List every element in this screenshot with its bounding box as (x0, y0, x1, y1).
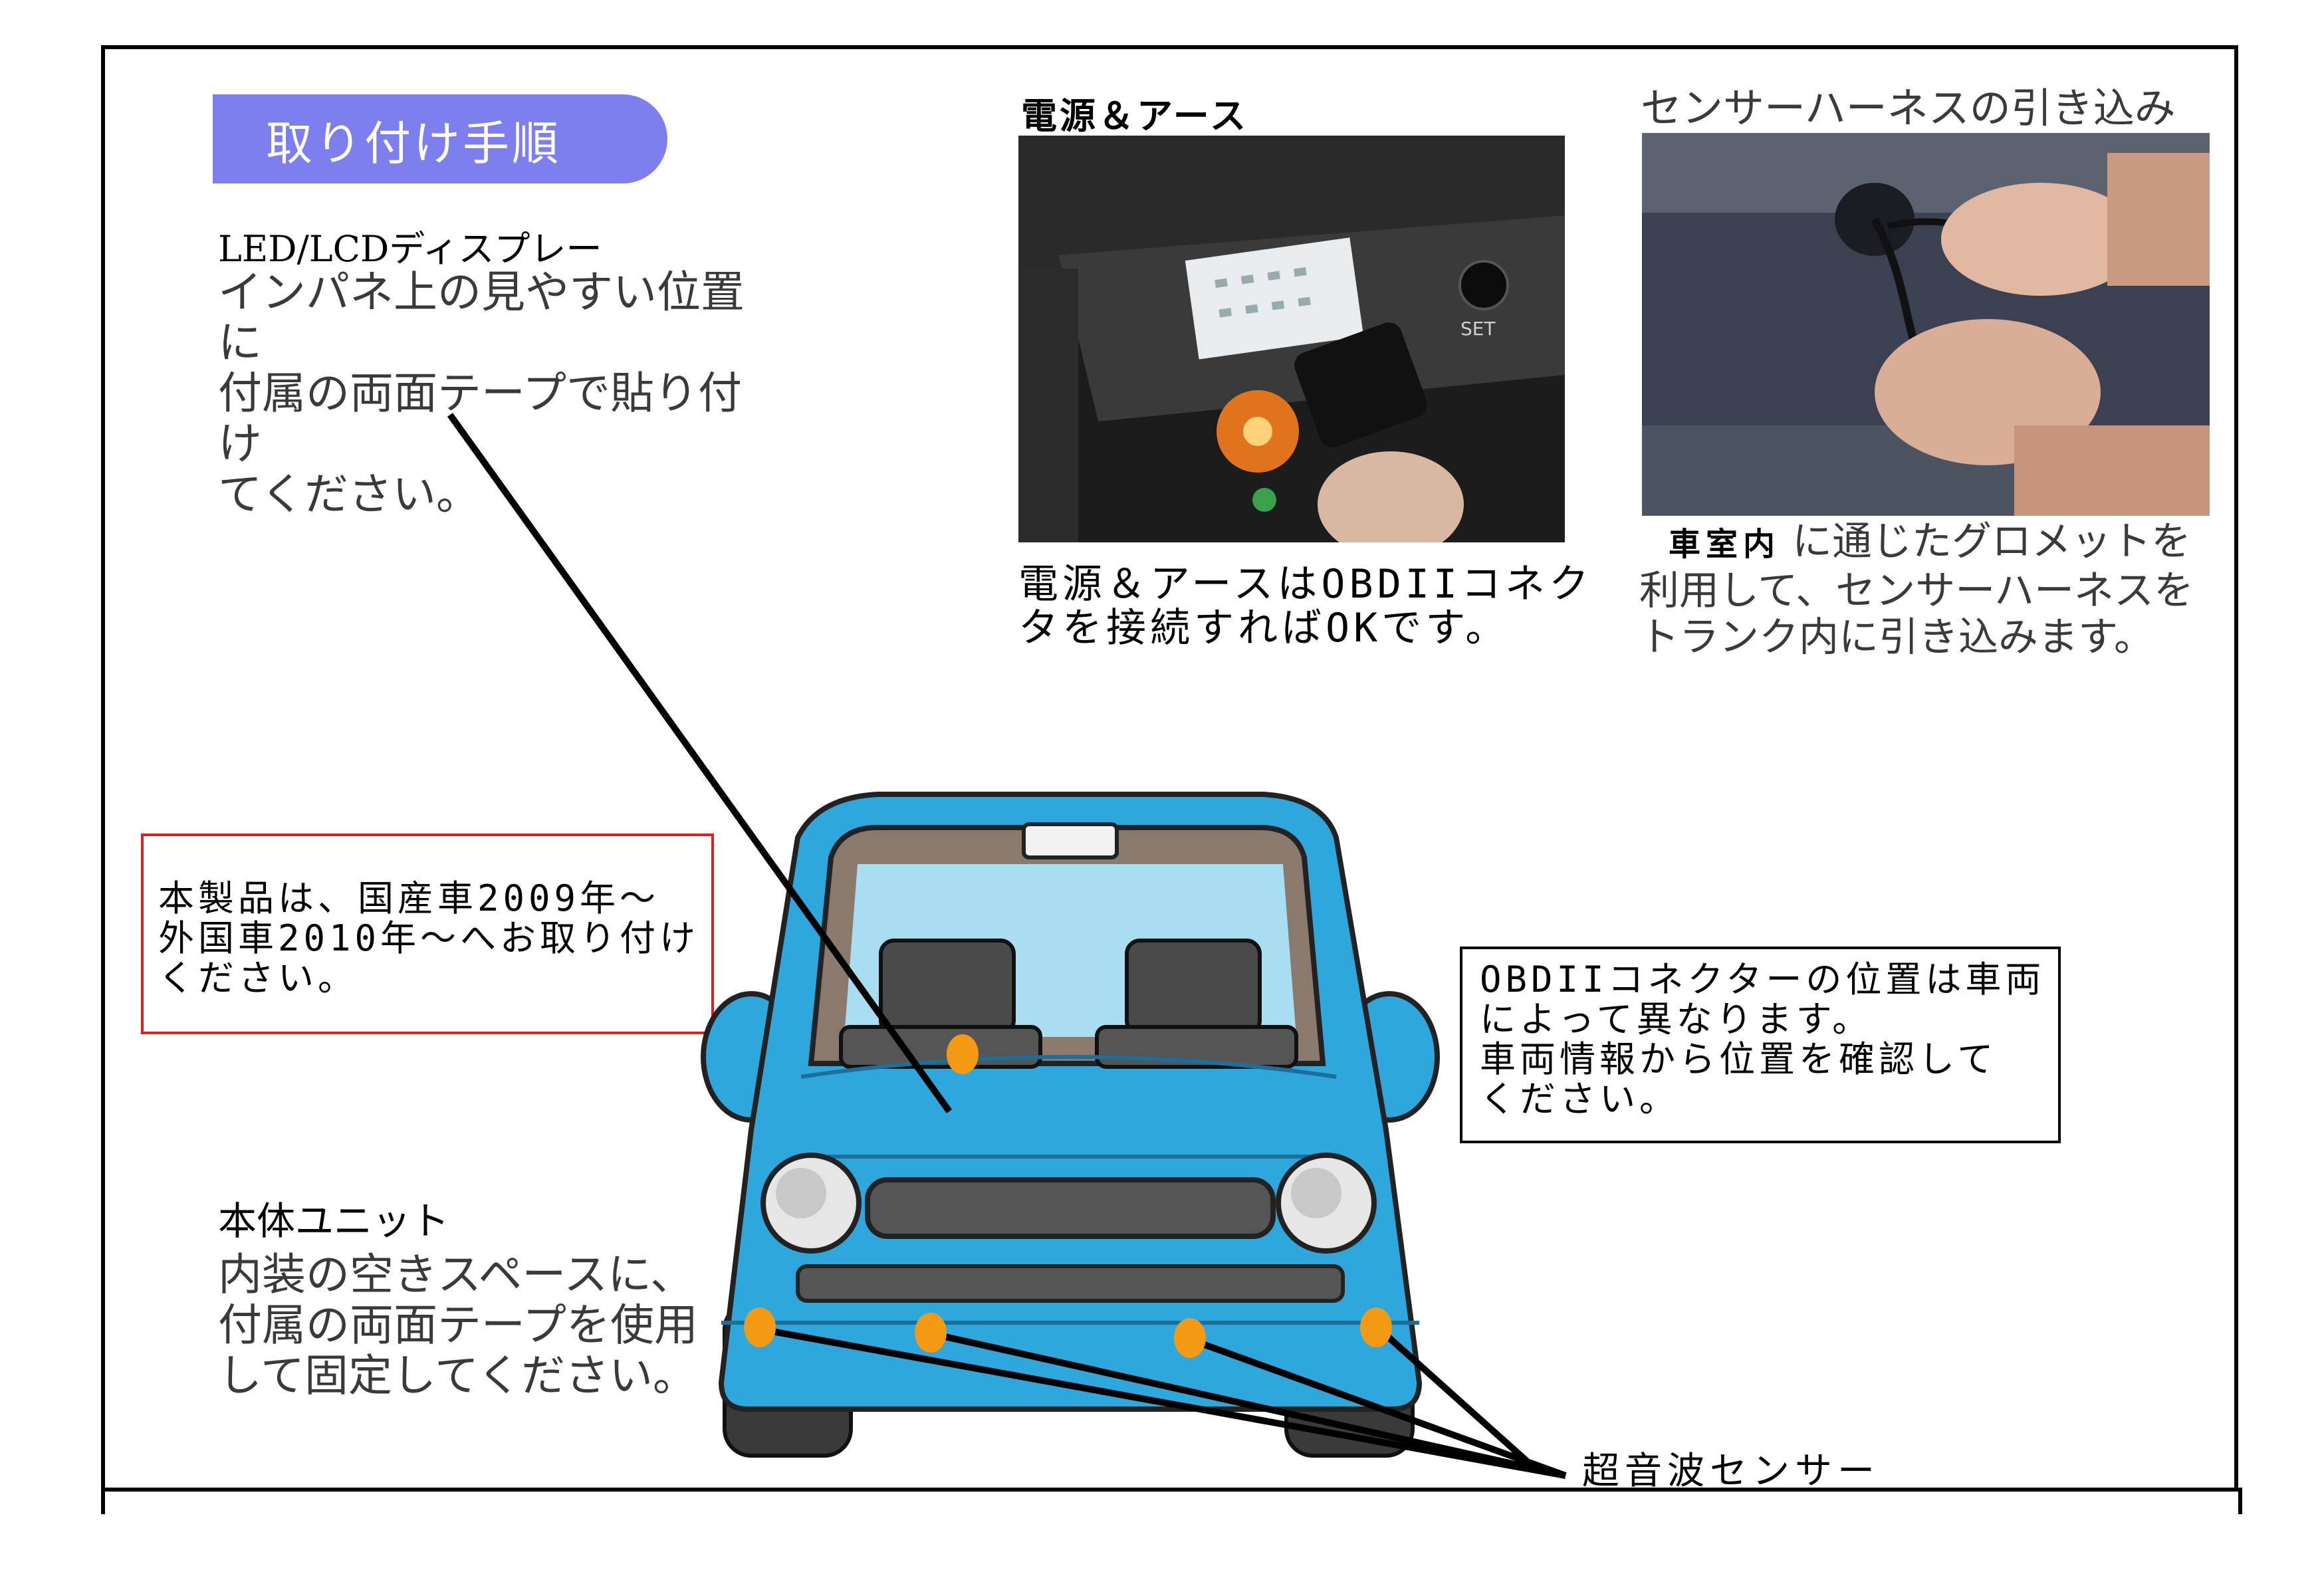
page-frame (101, 45, 2238, 1491)
set-button-label: SET (1460, 318, 1496, 340)
notice-text: 本製品は、国産車2009年～ 外国車2010年～へお取り付け ください。 (158, 877, 700, 999)
power-section-title: 電源＆アース (1021, 95, 1249, 137)
sensor-dot-1 (744, 1307, 776, 1347)
sensor-dot-4 (1360, 1307, 1392, 1347)
unit-section-title: 本体ユニット (218, 1198, 450, 1244)
obd-location-text: OBDIIコネクターの位置は車両 によって異なります。 車両情報から位置を確認し… (1480, 958, 2045, 1120)
harness-section-title: センサーハーネスの引き込み (1641, 84, 2176, 132)
obd-connector-photo: SET (1018, 136, 1565, 542)
power-section-body: 電源＆アースはOBDIIコネク タを接続すればOKです。 (1018, 561, 1593, 651)
display-section-body: インパネ上の見やすい位置に 付属の両面テープで貼り付け てください。 (218, 267, 745, 520)
frame-corner-left (101, 1488, 105, 1514)
sensor-dot-3 (1174, 1318, 1206, 1358)
unit-section-body: 内装の空きスペースに、 付属の両面テープを使用 して固定してください。 (218, 1249, 699, 1401)
harness-photo (1642, 133, 2210, 516)
display-position-dot (947, 1034, 979, 1074)
harness-body-emphasis: 車室内 (1669, 526, 1781, 563)
notice-box (141, 834, 714, 1034)
ultrasonic-sensor-label: 超音波センサー (1582, 1450, 1880, 1493)
sensor-dot-2 (915, 1313, 947, 1353)
page-title: 取り付け手順 (266, 116, 561, 171)
harness-section-body: 車室内に通じたグロメットを 利用して、センサーハーネスを トランク内に引き込みま… (1639, 518, 2238, 661)
obd-location-box (1460, 947, 2061, 1143)
harness-body-text: に通じたグロメットを 利用して、センサーハーネスを トランク内に引き込みます。 (1639, 518, 2194, 661)
frame-corner-right (2238, 1488, 2242, 1514)
heading-badge (213, 94, 667, 183)
frame-bottom-rule (105, 1488, 2242, 1492)
display-section-title: LED/LCDディスプレー (218, 228, 602, 270)
